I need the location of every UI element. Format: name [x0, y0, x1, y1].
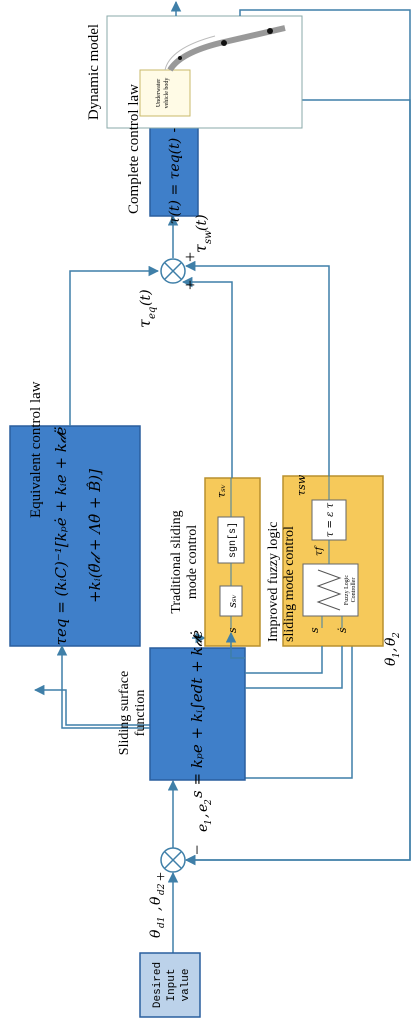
- e2: e: [195, 804, 211, 812]
- equivalent-formula-1: τeq = (kᵢC)⁻¹[kₚė + kᵢe + k𝒹ë: [52, 427, 70, 646]
- theta-feedback-label: θ 1 , θ 2: [383, 632, 402, 666]
- fuzzy-s-input: s: [308, 627, 321, 633]
- e-comma: ,: [195, 814, 211, 818]
- line-equivalent-to-sum2-visible: [69, 265, 160, 426]
- tau-eq: τ: [135, 318, 154, 328]
- tau-sw-sub: sw: [203, 230, 214, 244]
- fuzzy-title-overlay-1: Improved fuzzy logic: [266, 521, 281, 642]
- r-fuzzy-sdot: [245, 646, 343, 689]
- trad-tau-out: τₛᵥ: [215, 484, 228, 498]
- r-fuzzy-s: [245, 646, 323, 674]
- theta-fb-1-sub: 1: [392, 652, 402, 658]
- theta-fb-1: θ: [383, 657, 399, 666]
- theta-fb-comma: ,: [383, 648, 399, 652]
- tau-sw-label: τ sw (t): [191, 214, 214, 253]
- traditional-smc-box: sₛᵥ sgn[s] s τₛᵥ: [204, 477, 261, 647]
- desired-input-box: Desired Input value: [139, 952, 201, 1018]
- surface-risers: [230, 646, 343, 689]
- line-fuzzy-to-sum2-visible: [184, 260, 330, 476]
- vehicle-body-label-1: Underwater: [156, 79, 162, 107]
- manipulator-arm-icon: [167, 25, 286, 72]
- tau-eq-label: τ eq (t): [135, 289, 158, 328]
- line-surface-eq: [33, 684, 150, 726]
- theta-d-1-sub: d1: [157, 917, 167, 929]
- fuzzy-sdot-input: ṡ: [336, 627, 349, 633]
- vehicle-body-label-2: vehicle body: [164, 78, 170, 109]
- manipulator-arm-detail: [164, 35, 216, 71]
- summing-junction-1: [160, 847, 186, 873]
- fuzzy-title-overlay-2: sliding mode control: [282, 526, 297, 642]
- summing-junction-2: [160, 258, 186, 284]
- sliding-surface-box: s = kₚe + kᵢ∫edt + k𝒹ė: [149, 630, 246, 798]
- theta-d-label: θ d1 , θ d2: [148, 883, 167, 938]
- r-trad: [230, 646, 245, 659]
- flc-block: [302, 563, 359, 617]
- complete-title: Complete control law: [126, 84, 142, 214]
- tau-sw: τ: [191, 243, 210, 253]
- membership-icon: [316, 569, 342, 611]
- sum1-plus: +: [153, 872, 170, 881]
- dynamic-model-box: Underwater vehicle body: [106, 15, 303, 129]
- joint-2-icon: [267, 28, 273, 34]
- sum2-plus-1: +: [180, 280, 200, 290]
- line-trad-sum2-visible: [181, 276, 233, 478]
- sliding-surface-formula: s = kₚe + kᵢ∫edt + k𝒹ė: [188, 630, 206, 798]
- trad-s-input: s: [226, 627, 239, 633]
- error-label: e 1 , e 2: [195, 799, 214, 832]
- fuzzy-smc-box: Fuzzy Logic Controller τ = ε τ s ṡ τf τs…: [282, 474, 384, 647]
- fuzzy-tau-f: τf: [314, 544, 325, 556]
- e2-sub: 2: [204, 799, 214, 806]
- theta-fb-2: θ: [383, 637, 399, 646]
- equivalent-formula-2: +kᵢ(θ̈𝒹 + Λθ̇ + B̂)]: [86, 469, 104, 603]
- theta-d-1: θ: [148, 929, 164, 938]
- sum2-plus-2: +: [180, 252, 200, 262]
- sliding-surface-title-1: Sliding surface: [117, 671, 132, 755]
- theta-fb-2-sub: 2: [392, 632, 402, 639]
- input-line1: Desired: [152, 962, 164, 1008]
- e1-sub: 1: [204, 819, 214, 825]
- joint-0-icon: [178, 56, 182, 60]
- joint-1-icon: [221, 40, 227, 46]
- feedback-visible: [184, 9, 411, 866]
- sgn-block-label: sgn[s]: [227, 522, 239, 558]
- traditional-title-2: mode control: [185, 525, 200, 599]
- tau-eq-sub: eq: [147, 307, 158, 319]
- theta-d-2-sub: d2: [157, 883, 167, 895]
- dynamic-title: Dynamic model: [86, 24, 102, 120]
- equivalent-title-overlay: Equivalent control law: [28, 381, 44, 518]
- traditional-title-1: Traditional sliding: [169, 510, 184, 613]
- e1: e: [195, 824, 211, 832]
- input-line3: value: [180, 968, 192, 1001]
- sat-block-label: sₛᵥ: [226, 594, 239, 607]
- equivalent-control-box: τeq = (kᵢC)⁻¹[kₚė + kᵢe + k𝒹ë +kᵢ(θ̈𝒹 + …: [9, 425, 141, 647]
- line-surface-to-equivalent-visible: [56, 644, 150, 729]
- fuzzy-tau-out: τsw: [295, 474, 308, 496]
- theta-comma-1: ,: [148, 907, 164, 911]
- input-line2: Input: [166, 968, 178, 1001]
- sum1-minus: −: [187, 845, 207, 855]
- tau-eq-t: (t): [138, 289, 154, 306]
- gain-block-label: τ = ε τ: [325, 502, 336, 537]
- flc-label-1: Fuzzy Logic: [344, 575, 350, 605]
- theta-d-2: θ: [148, 896, 164, 905]
- tau-sw-t: (t): [194, 214, 210, 231]
- visible-lines: [56, 260, 330, 729]
- sliding-surface-title-2: function: [133, 690, 148, 737]
- flc-label-2: Controller: [351, 578, 357, 603]
